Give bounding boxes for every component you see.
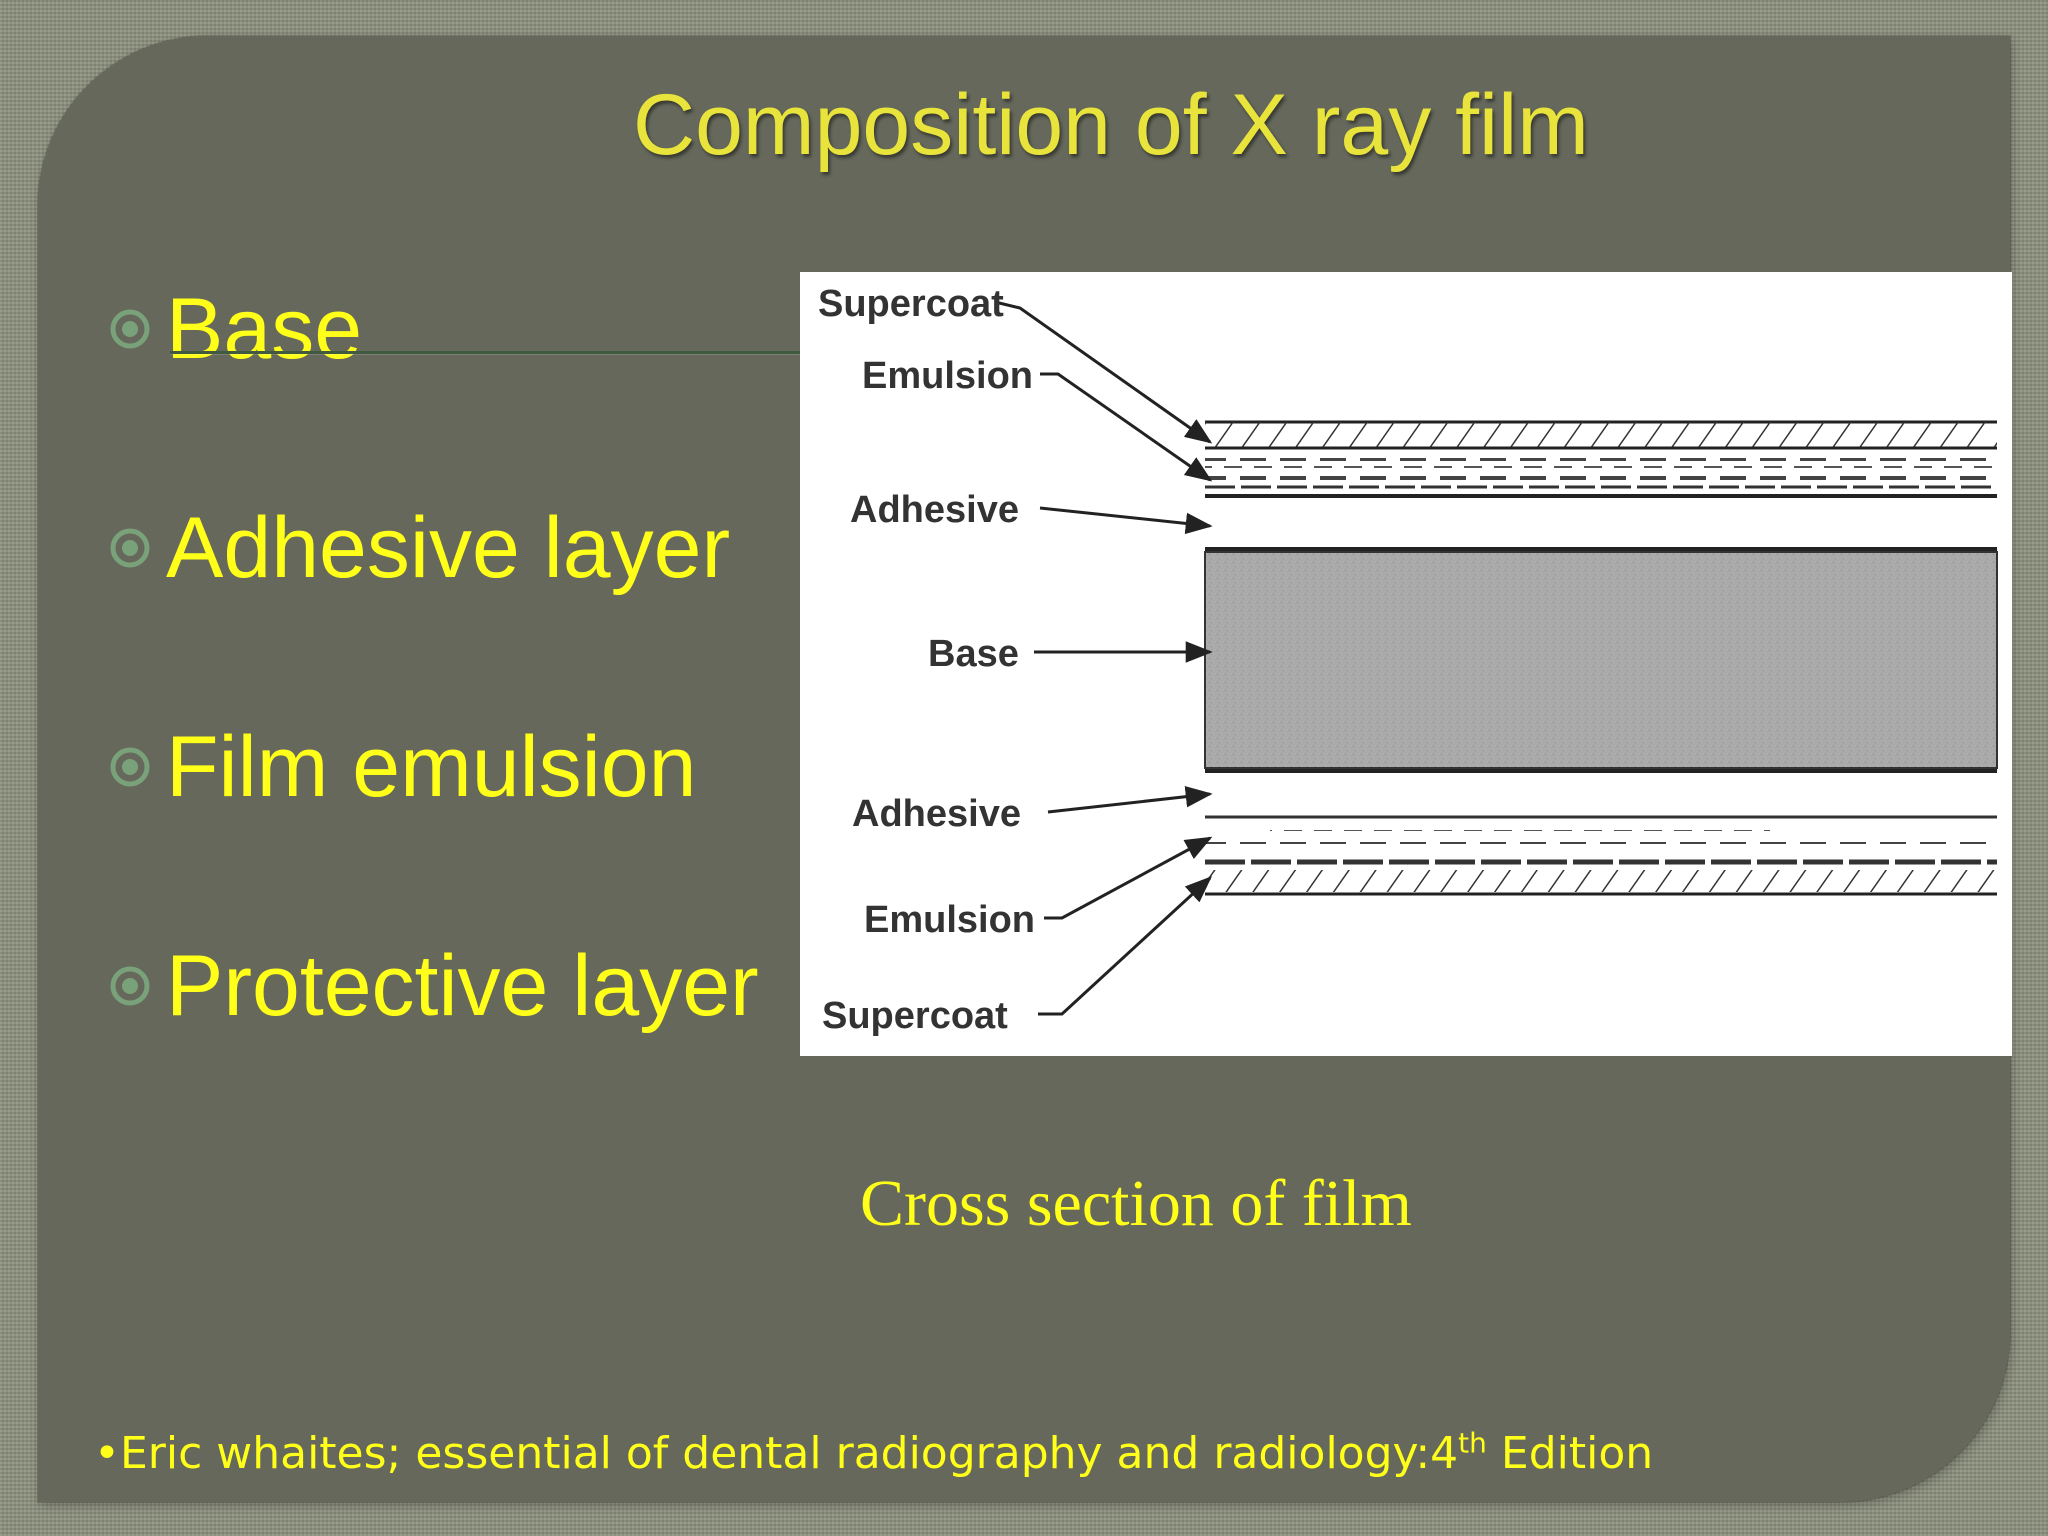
label-base: Base bbox=[928, 633, 1019, 675]
bullet-label: Adhesive layer bbox=[166, 500, 731, 596]
citation-text: •Eric whaites; essential of dental radio… bbox=[94, 1428, 1459, 1479]
citation: •Eric whaites; essential of dental radio… bbox=[94, 1428, 1653, 1479]
base-underline-rule bbox=[170, 351, 838, 354]
target-circle-icon bbox=[110, 747, 150, 787]
top-emulsion-layer bbox=[1205, 457, 1997, 498]
label-supercoat-bottom: Supercoat bbox=[822, 995, 1008, 1037]
target-circle-icon bbox=[110, 528, 150, 568]
bullet-label: Base bbox=[166, 281, 363, 377]
film-cross-section-diagram: Supercoat Emulsion Adhesive Base Adhesiv… bbox=[800, 272, 2012, 1056]
bullet-label: Film emulsion bbox=[166, 719, 697, 815]
label-emulsion-bottom: Emulsion bbox=[864, 899, 1035, 941]
bullet-item-film-emulsion: Film emulsion bbox=[108, 717, 696, 817]
label-adhesive-top: Adhesive bbox=[850, 489, 1019, 531]
bottom-emulsion-layer bbox=[1205, 815, 1997, 865]
label-emulsion-top: Emulsion bbox=[862, 355, 1033, 397]
bullet-item-protective-layer: Protective layer bbox=[108, 936, 759, 1036]
leader-lines bbox=[994, 300, 1213, 1016]
target-circle-icon bbox=[110, 309, 150, 349]
top-supercoat-layer bbox=[1205, 420, 1997, 450]
bullet-item-base: Base bbox=[108, 279, 362, 379]
figure-caption: Cross section of film bbox=[860, 1167, 1412, 1240]
label-adhesive-bottom: Adhesive bbox=[852, 793, 1021, 835]
bottom-supercoat-layer bbox=[1205, 870, 1997, 896]
target-circle-icon bbox=[110, 966, 150, 1006]
bullet-item-adhesive-layer: Adhesive layer bbox=[108, 498, 730, 598]
citation-superscript: th bbox=[1458, 1426, 1487, 1460]
base-layer bbox=[1204, 547, 1998, 773]
bullet-label: Protective layer bbox=[166, 938, 759, 1034]
label-supercoat-top: Supercoat bbox=[818, 283, 1004, 325]
citation-edition: Edition bbox=[1486, 1428, 1654, 1479]
slide-title: Composition of X ray film bbox=[633, 77, 1589, 173]
